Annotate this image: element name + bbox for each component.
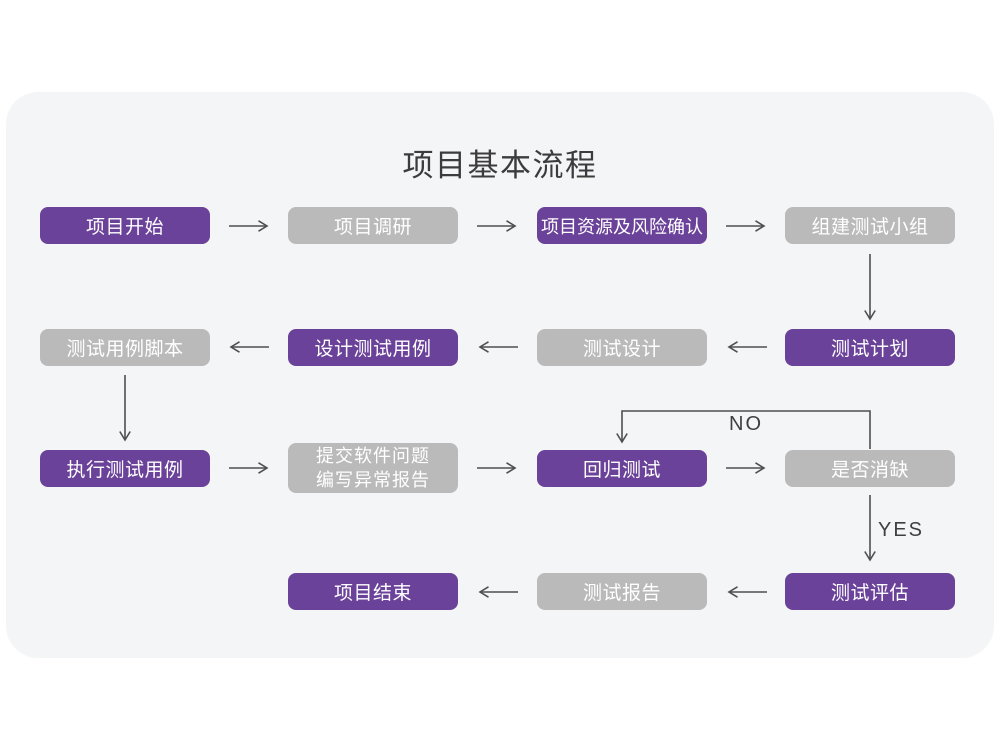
node-regression-test: 回归测试 [537, 450, 707, 487]
node-project-end: 项目结束 [288, 573, 458, 610]
node-defect-resolved: 是否消缺 [785, 450, 955, 487]
no-edge-label: NO [729, 413, 763, 435]
node-submit-issue-report: 提交软件问题 编写异常报告 [288, 443, 458, 493]
node-execute-test-cases: 执行测试用例 [40, 450, 210, 487]
node-project-start: 项目开始 [40, 207, 210, 244]
diagram-title: 项目基本流程 [402, 148, 598, 183]
node-project-resources-risk: 项目资源及风险确认 [537, 207, 707, 244]
node-project-research: 项目调研 [288, 207, 458, 244]
node-test-evaluation: 测试评估 [785, 573, 955, 610]
node-test-report: 测试报告 [537, 573, 707, 610]
node-test-plan: 测试计划 [785, 329, 955, 366]
node-test-design: 测试设计 [537, 329, 707, 366]
node-test-case-scripts: 测试用例脚本 [40, 329, 210, 366]
yes-edge-label: YES [878, 519, 925, 541]
node-build-test-team: 组建测试小组 [785, 207, 955, 244]
node-design-test-cases: 设计测试用例 [288, 329, 458, 366]
flowchart-canvas [6, 92, 994, 658]
